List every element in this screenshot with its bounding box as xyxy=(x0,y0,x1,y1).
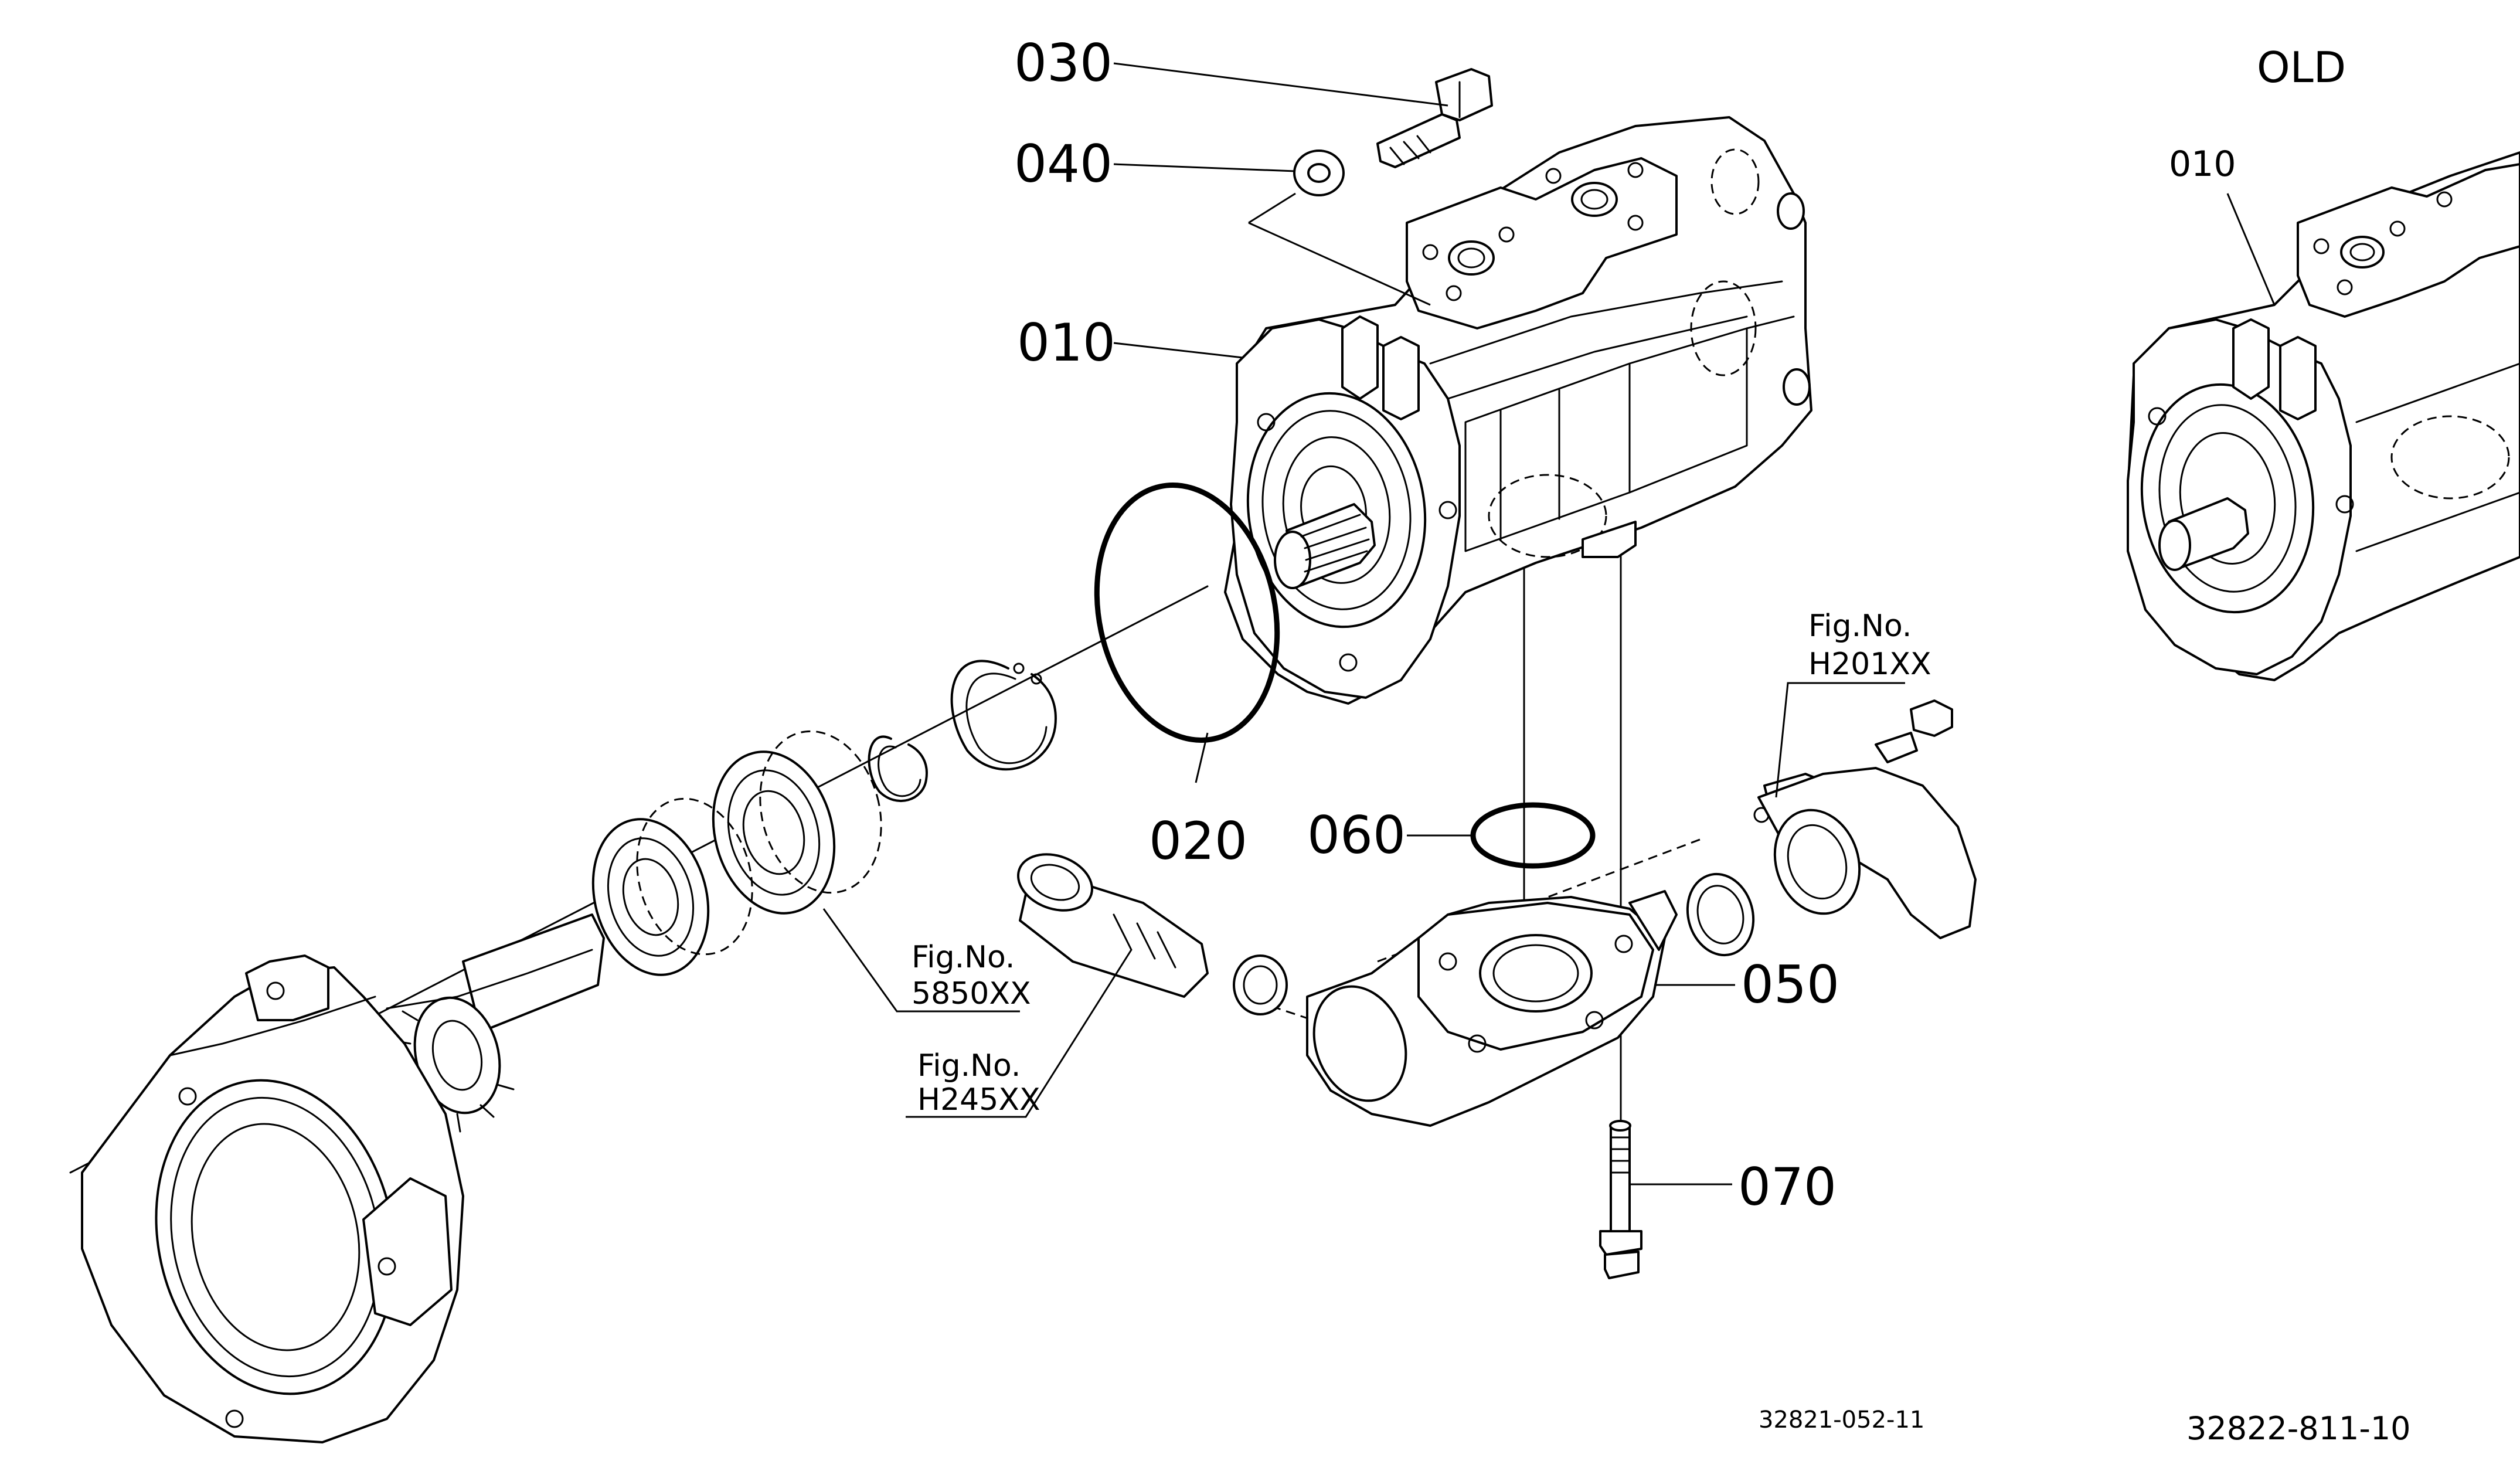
snap-rings xyxy=(868,660,1057,802)
figure-references: Fig.No. H201XX Fig.No. 5850XX Fig.No. H2… xyxy=(912,609,1931,1117)
pump-assembly xyxy=(1224,116,1812,705)
callout-060: 060 xyxy=(1307,805,1406,865)
fig-ref-5850-line1: Fig.No. xyxy=(912,940,1015,975)
leader-lines xyxy=(822,62,2276,1185)
elbow-flange-050 xyxy=(1306,890,1678,1127)
callout-050: 050 xyxy=(1741,954,1839,1015)
drawing-code-right: 32822-811-10 xyxy=(2186,1410,2411,1447)
drawing-code-left: 32821-052-11 xyxy=(1759,1407,1924,1433)
fig-ref-h201-line1: Fig.No. xyxy=(1808,609,1912,644)
hex-bolt-030 xyxy=(1376,68,1493,168)
hose-fitting-h245 xyxy=(1017,853,1288,1015)
fig-ref-h245-line1: Fig.No. xyxy=(917,1048,1021,1083)
callout-010: 010 xyxy=(1017,312,1116,373)
washer-040 xyxy=(1293,150,1345,196)
callout-030: 030 xyxy=(1014,33,1113,93)
old-label: OLD xyxy=(2257,43,2346,92)
callout-020: 020 xyxy=(1149,811,1247,871)
o-ring-020 xyxy=(1094,483,1280,743)
hex-bolt-070 xyxy=(1599,1120,1642,1279)
callout-010-old: 010 xyxy=(2169,144,2236,185)
hose-fitting-h201 xyxy=(1686,699,1977,957)
gear-housing xyxy=(81,954,464,1443)
o-ring-060 xyxy=(1470,802,1596,869)
callout-labels: 030 040 010 020 060 050 070 010 xyxy=(1014,33,2236,1217)
callout-040: 040 xyxy=(1014,134,1113,194)
old-pump-assembly xyxy=(2127,151,2520,681)
fig-ref-h201-line2: H201XX xyxy=(1808,647,1931,682)
fig-ref-5850-line2: 5850XX xyxy=(912,976,1031,1011)
fig-ref-h245-line2: H245XX xyxy=(917,1082,1040,1117)
callout-070: 070 xyxy=(1738,1157,1837,1217)
ball-bearings xyxy=(591,730,882,976)
